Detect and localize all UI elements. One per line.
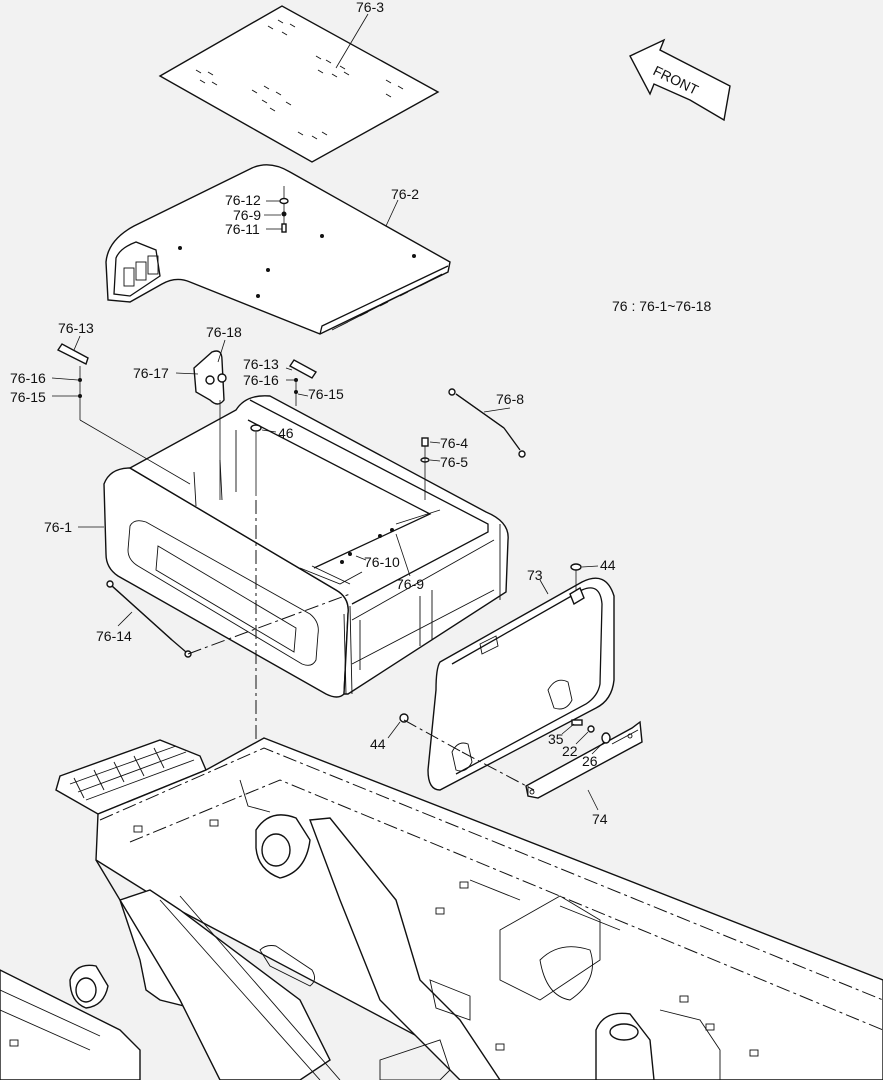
label-76-9-top: 76-9 [233, 207, 261, 223]
seal-right-76-13 [288, 359, 318, 406]
label-76-15-right: 76-15 [308, 386, 344, 402]
top-cover-76-2 [105, 164, 451, 335]
label-76-16-left: 76-16 [10, 370, 46, 386]
gas-spring-76-8 [448, 388, 526, 458]
label-76-5: 76-5 [440, 454, 468, 470]
label-76-16-right: 76-16 [243, 372, 279, 388]
label-46: 46 [278, 425, 294, 441]
leader-lines [51, 13, 605, 811]
label-76-3: 76-3 [356, 0, 384, 15]
top-cover-hardware [264, 186, 289, 233]
box-76-1 [103, 395, 509, 698]
hardware-35-22-26 [571, 719, 611, 744]
label-76-9-bottom: 76-9 [396, 576, 424, 592]
bolt-46 [250, 424, 262, 496]
gas-spring-76-14 [106, 580, 192, 658]
bolt-44-bottom [399, 713, 463, 753]
label-44-top: 44 [600, 557, 616, 573]
label-22: 22 [562, 743, 578, 759]
label-76-14: 76-14 [96, 628, 132, 644]
note-76-range: 76 : 76-1~76-18 [612, 298, 711, 314]
upper-frame [0, 737, 883, 1080]
label-35: 35 [548, 731, 564, 747]
bracket-74 [461, 720, 643, 799]
label-76-12: 76-12 [225, 192, 261, 208]
label-26: 26 [582, 753, 598, 769]
seal-left-76-13 [56, 343, 191, 485]
assembly-center-lines [187, 500, 351, 760]
part-labels: 76-3 76-2 76-12 76-9 76-11 76 : 76-1~76-… [10, 0, 711, 827]
bolt-76-4-5 [420, 437, 430, 500]
label-44-bottom: 44 [370, 736, 386, 752]
hinge-76-17-18 [175, 350, 227, 500]
label-76-13-right: 76-13 [243, 356, 279, 372]
label-76-15-left: 76-15 [10, 389, 46, 405]
label-76-13-left: 76-13 [58, 320, 94, 336]
bolt-44-top [570, 563, 582, 590]
front-arrow: FRONT [629, 38, 731, 122]
cover-plate-76-3 [158, 5, 440, 163]
label-76-17: 76-17 [133, 365, 169, 381]
side-cover-73 [427, 577, 615, 791]
label-76-2: 76-2 [391, 186, 419, 202]
label-76-10: 76-10 [364, 554, 400, 570]
label-76-1: 76-1 [44, 519, 72, 535]
label-74: 74 [592, 811, 608, 827]
label-76-18: 76-18 [206, 324, 242, 340]
label-76-8: 76-8 [496, 391, 524, 407]
label-76-11: 76-11 [225, 221, 260, 237]
label-76-4: 76-4 [440, 435, 468, 451]
label-73: 73 [527, 567, 543, 583]
